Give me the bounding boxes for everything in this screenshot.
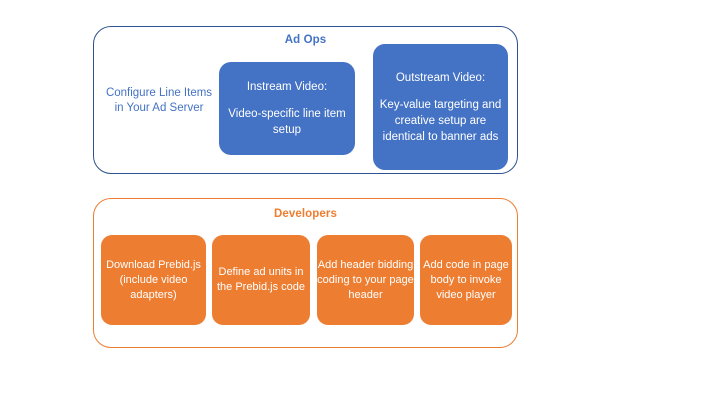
group-title-ad-ops: Ad Ops <box>284 34 327 46</box>
node-outstream-video-body: Key-value targeting and creative setup a… <box>379 98 502 143</box>
node-download-prebid: Download Prebid.js (include video adapte… <box>101 235 206 325</box>
node-instream-video-body: Video-specific line item setup <box>228 108 346 136</box>
node-outstream-video: Outstream Video: Key-value targeting and… <box>373 44 508 170</box>
node-define-ad-units: Define ad units in the Prebid.js code <box>212 235 310 325</box>
group-title-developers: Developers <box>273 208 337 220</box>
node-invoke-player: Add code in page body to invoke video pl… <box>420 235 512 325</box>
node-configure-line-items: Configure Line Items in Your Ad Server <box>105 86 213 115</box>
node-instream-video-heading: Instream Video: <box>246 81 328 93</box>
node-header-bidding: Add header bidding coding to your page h… <box>317 235 414 325</box>
node-outstream-video-heading: Outstream Video: <box>395 71 486 84</box>
node-instream-video: Instream Video: Video-specific line item… <box>219 62 355 155</box>
